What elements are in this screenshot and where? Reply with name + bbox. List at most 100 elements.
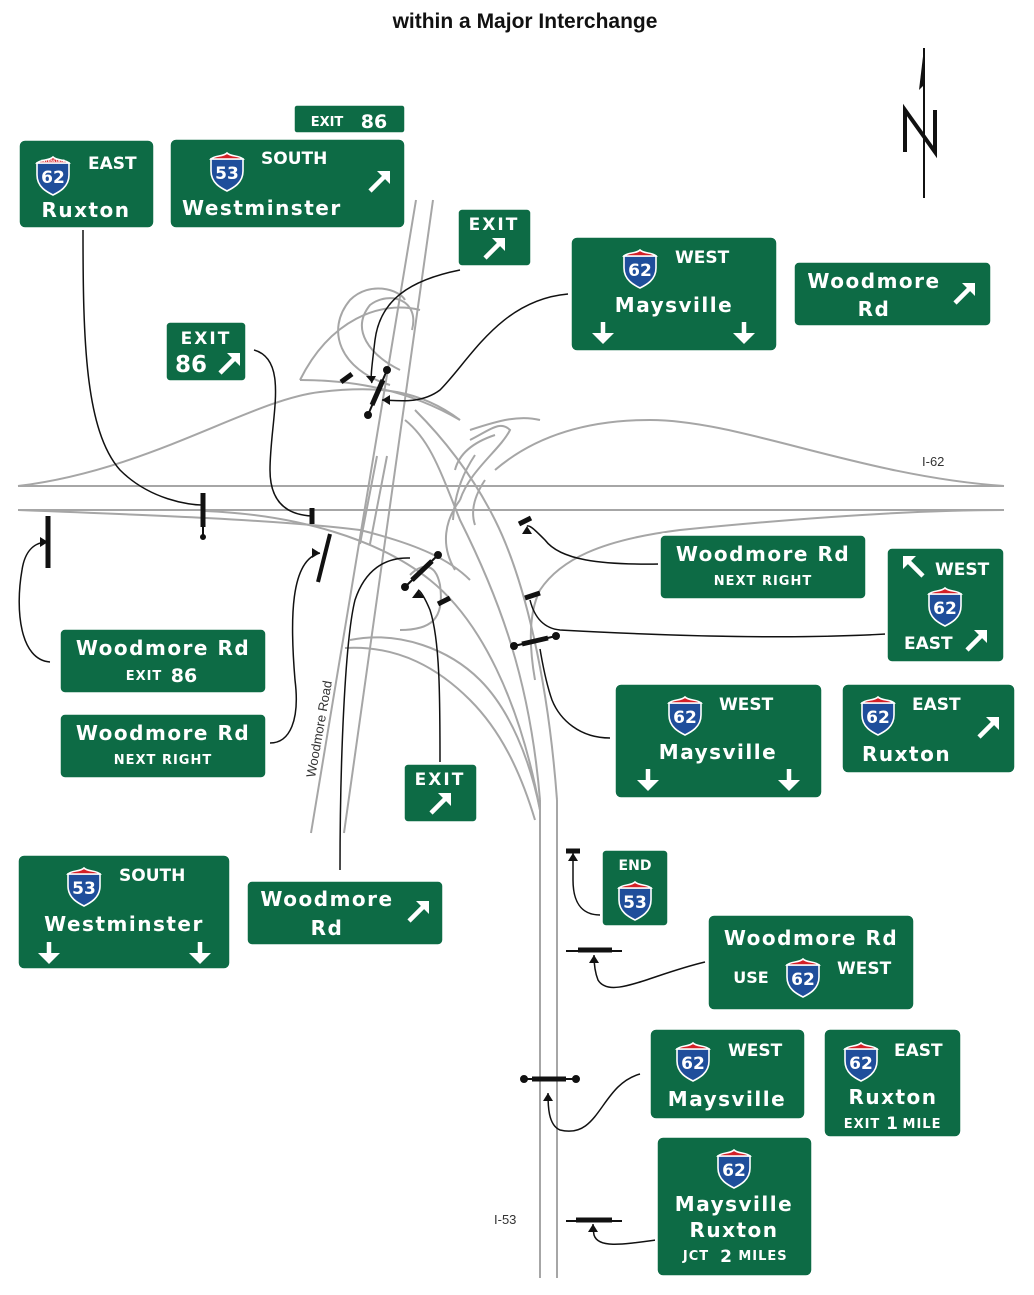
distance-unit: MILES [738, 1249, 787, 1264]
direction-label: SOUTH [119, 866, 185, 886]
destination-label: Maysville [675, 1192, 793, 1216]
destination-label: Maysville [615, 293, 733, 317]
exit-label: EXIT [126, 669, 163, 684]
destination-label: Westminster [182, 196, 342, 220]
sign-exit-arrow-top: EXIT [456, 207, 533, 268]
action-label: NEXT RIGHT [114, 753, 212, 768]
north-arrow-icon [903, 48, 937, 198]
sign-exit-arrow-middle: EXIT [402, 762, 479, 824]
destination-label: Ruxton [848, 1085, 937, 1109]
label-i53: I-53 [494, 1212, 516, 1227]
direction-label: EAST [894, 1041, 943, 1061]
exit-number: 1 [886, 1114, 898, 1134]
exit-number: 86 [171, 665, 197, 687]
sign-woodmore-rd-bottom: Woodmore Rd [245, 879, 445, 947]
exit-tab-number: 86 [361, 111, 387, 133]
interstate-shield-icon: 53 [210, 152, 244, 192]
svg-text:62: 62 [673, 708, 697, 728]
exit-number: 86 [175, 352, 207, 378]
destination-label: Westminster [44, 912, 204, 936]
destination-label: Ruxton [862, 742, 951, 766]
svg-text:62: 62 [628, 261, 652, 281]
destination-label: Woodmore [260, 887, 393, 911]
direction-label: WEST [837, 959, 892, 979]
svg-text:53: 53 [215, 164, 239, 184]
sign-end-i53: END 53 [600, 848, 670, 928]
road-network [17, 199, 1005, 1278]
direction-label: WEST [675, 248, 730, 268]
destination-label: Woodmore Rd [76, 636, 250, 660]
interstate-shield-icon: 62 [623, 249, 657, 289]
destination-label: Maysville [668, 1087, 786, 1111]
destination-label: Rd [858, 297, 891, 321]
interstate-shield-icon: 62 [786, 958, 820, 998]
direction-label: WEST [935, 560, 990, 580]
sign-i62-east-ruxton-exit-1-mile: 62 EAST Ruxton EXIT 1 MILE [822, 1027, 963, 1139]
sign-woodmore-rd-exit86: Woodmore Rd EXIT 86 [58, 627, 268, 695]
interstate-shield-icon: 62 [844, 1042, 878, 1082]
destination-label: Woodmore [807, 269, 940, 293]
sign-i62-west-east: WEST 62 EAST [885, 546, 1006, 664]
sign-exit86-arrow: EXIT 86 [164, 320, 248, 383]
label-i62: I-62 [922, 454, 944, 469]
interstate-shield-icon: 62 [668, 696, 702, 736]
interstate-shield-icon: INTERSTATE 62 [36, 156, 70, 196]
interstate-shield-icon: 62 [676, 1042, 710, 1082]
direction-label: EAST [912, 695, 961, 715]
exit-tab-label: EXIT [311, 115, 344, 130]
svg-text:62: 62 [933, 599, 957, 619]
interstate-shield-icon: 62 [928, 587, 962, 627]
destination-label: Woodmore Rd [76, 721, 250, 745]
sign-woodmore-rd-next-right-west: Woodmore Rd NEXT RIGHT [58, 712, 268, 780]
direction-label: EAST [88, 154, 137, 174]
svg-text:62: 62 [681, 1054, 705, 1074]
exit-label: EXIT [844, 1117, 881, 1132]
svg-text:INTERSTATE: INTERSTATE [41, 159, 65, 163]
exit-label: EXIT [415, 770, 466, 790]
distance-unit: MILE [903, 1117, 942, 1132]
destination-label: Woodmore Rd [676, 542, 850, 566]
svg-text:62: 62 [722, 1161, 746, 1181]
sign-i53-south-westminster: 53 SOUTH Westminster [16, 853, 232, 971]
sign-exit86-i53-south-westminster: EXIT 86 53 SOUTH Westminster [168, 103, 407, 230]
page-title: within a Major Interchange [392, 10, 658, 33]
destination-label: Rd [311, 916, 344, 940]
destination-label: Maysville [659, 740, 777, 764]
direction-label: WEST [719, 695, 774, 715]
svg-text:53: 53 [623, 893, 647, 913]
jct-label: JCT [682, 1249, 709, 1264]
interstate-shield-icon: 53 [67, 867, 101, 907]
label-woodmore-road: Woodmore Road [303, 679, 335, 778]
use-label: USE [733, 968, 768, 987]
action-label: NEXT RIGHT [714, 574, 812, 589]
sign-i62-east-ruxton-middle: 62 EAST Ruxton [840, 682, 1017, 775]
svg-text:53: 53 [72, 879, 96, 899]
svg-text:62: 62 [866, 708, 890, 728]
sign-woodmore-rd-top-right: Woodmore Rd [792, 260, 993, 328]
exit-label: EXIT [469, 215, 520, 235]
sign-woodmore-rd-use-i62-west: Woodmore Rd USE 62 WEST [706, 913, 916, 1012]
sign-supports [45, 366, 622, 1223]
sign-i62-jct-2-miles: 62 Maysville Ruxton JCT 2 MILES [655, 1135, 814, 1278]
sign-i62-west-maysville-bottom: 62 WEST Maysville [648, 1027, 807, 1121]
exit-label: EXIT [181, 329, 232, 349]
sign-i62-east-ruxton: INTERSTATE 62 EAST Ruxton [17, 138, 156, 230]
direction-label: EAST [904, 634, 953, 654]
svg-text:62: 62 [849, 1054, 873, 1074]
end-label: END [619, 858, 652, 874]
jct-distance: 2 [720, 1247, 732, 1267]
direction-label: WEST [728, 1041, 783, 1061]
destination-label: Ruxton [689, 1218, 778, 1242]
direction-label: SOUTH [261, 149, 327, 169]
svg-text:62: 62 [41, 168, 65, 188]
sign-woodmore-rd-next-right-east: Woodmore Rd NEXT RIGHT [658, 533, 868, 601]
interstate-shield-icon: 62 [717, 1149, 751, 1189]
sign-i62-west-maysville-top: 62 WEST Maysville [569, 235, 779, 353]
sign-i62-west-maysville-middle: 62 WEST Maysville [613, 682, 824, 800]
destination-label: Ruxton [41, 198, 130, 222]
svg-text:62: 62 [791, 970, 815, 990]
destination-label: Woodmore Rd [724, 926, 898, 950]
leader-arrowheads [40, 376, 599, 1232]
interstate-shield-icon: 53 [618, 881, 652, 921]
